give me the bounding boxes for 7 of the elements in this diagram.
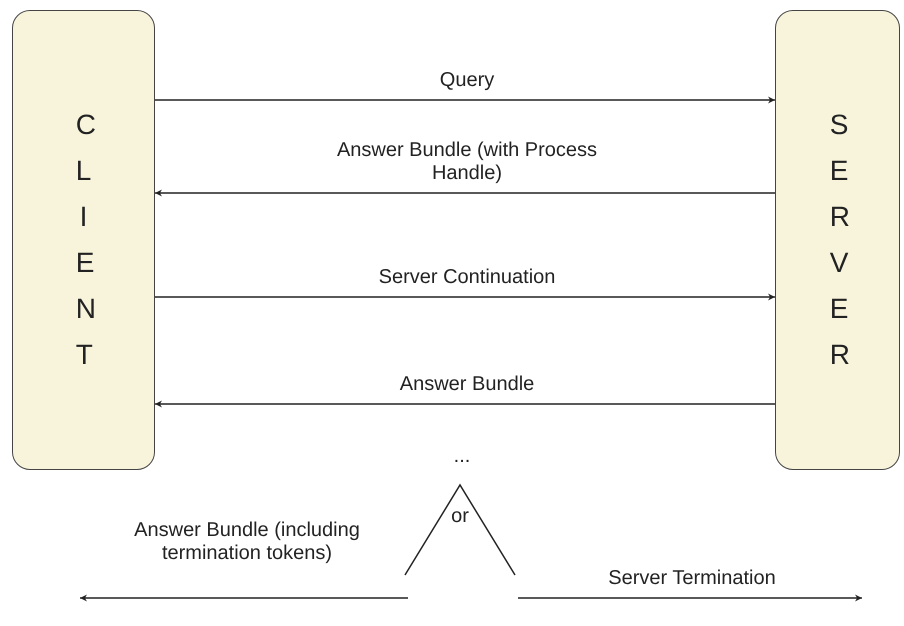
participant-box [12, 10, 155, 470]
message-arrow [155, 294, 775, 300]
message-arrow [155, 190, 775, 196]
message-arrow [155, 400, 775, 408]
message-arrow [155, 96, 775, 104]
participant-box [775, 10, 900, 470]
branch-label: or [450, 505, 470, 528]
